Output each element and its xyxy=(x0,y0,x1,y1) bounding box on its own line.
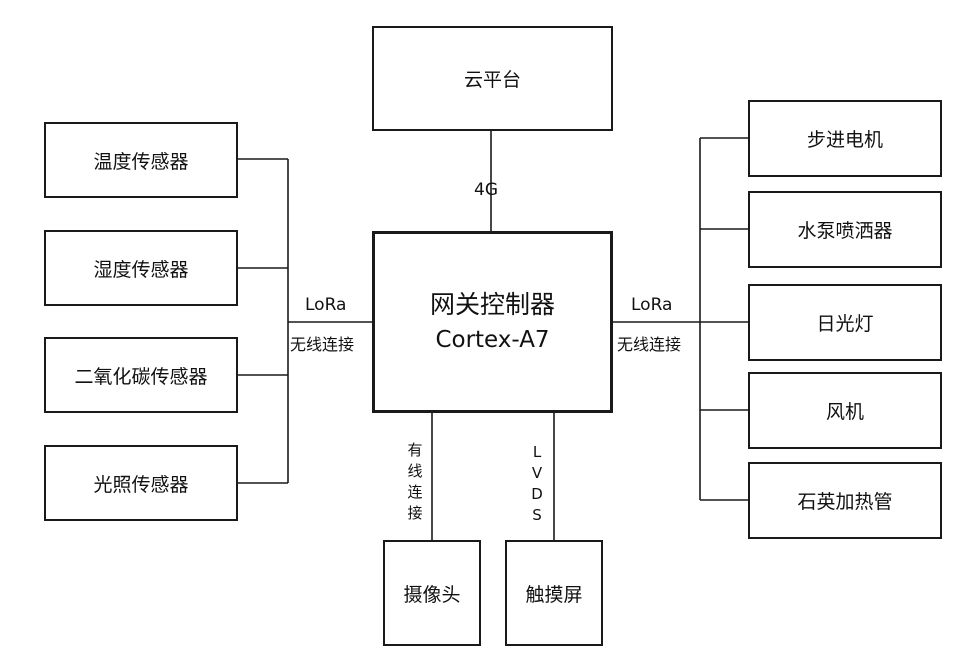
cloud-platform-box: 云平台 xyxy=(372,26,613,131)
actuator-fan: 风机 xyxy=(748,372,942,449)
right-link-desc: 无线连接 xyxy=(617,335,682,354)
sensor-light: 光照传感器 xyxy=(44,445,238,521)
left-link-desc: 无线连接 xyxy=(290,335,355,354)
actuator-label: 日光灯 xyxy=(816,313,874,335)
touchscreen-box: 触摸屏 xyxy=(505,540,603,646)
actuator-label: 风机 xyxy=(825,401,864,423)
actuator-water-pump: 水泵喷洒器 xyxy=(748,191,942,268)
cloud-platform-label: 云平台 xyxy=(463,69,521,91)
gateway-title: 网关控制器 xyxy=(429,290,555,319)
camera-label: 摄像头 xyxy=(403,583,461,606)
sensor-co2: 二氧化碳传感器 xyxy=(44,337,238,413)
gateway-model: Cortex-A7 xyxy=(435,327,550,353)
sensor-label: 温度传感器 xyxy=(93,150,189,173)
actuator-label: 水泵喷洒器 xyxy=(797,220,893,242)
actuator-stepper-motor: 步进电机 xyxy=(748,100,942,177)
sensor-label: 光照传感器 xyxy=(93,473,189,496)
actuator-lamp: 日光灯 xyxy=(748,284,942,361)
actuator-label: 步进电机 xyxy=(806,129,883,151)
gateway-controller-box: 网关控制器 Cortex-A7 xyxy=(372,231,613,413)
left-link-protocol: LoRa xyxy=(305,295,347,315)
actuator-label: 石英加热管 xyxy=(797,491,893,513)
sensor-label: 湿度传感器 xyxy=(93,258,189,281)
camera-box: 摄像头 xyxy=(383,540,481,646)
wired-link-label: 有 线 连 接 xyxy=(407,441,423,522)
right-link-protocol: LoRa xyxy=(631,295,673,315)
lvds-link-label: L V D S xyxy=(531,443,543,524)
touchscreen-label: 触摸屏 xyxy=(525,583,583,606)
sensor-humidity: 湿度传感器 xyxy=(44,230,238,306)
link-4g-label: 4G xyxy=(474,180,498,200)
actuator-quartz-heater: 石英加热管 xyxy=(748,462,942,539)
sensor-label: 二氧化碳传感器 xyxy=(74,365,208,388)
sensor-temperature: 温度传感器 xyxy=(44,122,238,198)
